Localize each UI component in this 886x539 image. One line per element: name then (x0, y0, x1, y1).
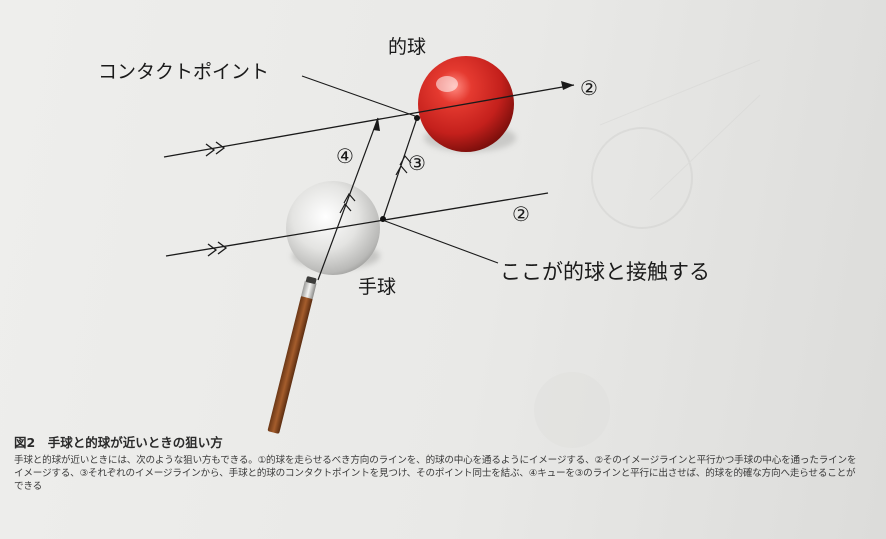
caption-body: 手球と的球が近いときには、次のような狙い方もできる。①的球を走らせるべき方向のラ… (14, 455, 857, 492)
cue-ferrule (301, 280, 317, 300)
figure-caption: 図2 手球と的球が近いときの狙い方 手球と的球が近いときには、次のような狙い方も… (14, 432, 864, 493)
contact-point-leader (301, 75, 416, 117)
label-line-4: ④ (336, 144, 354, 168)
line-2-top (163, 81, 575, 158)
contact-point-cue (380, 216, 386, 222)
label-contact-point: コンタクトポイント (98, 61, 269, 83)
cue-shaft (267, 295, 313, 434)
label-cue-ball: 手球 (358, 276, 396, 298)
caption-title: 図2 手球と的球が近いときの狙い方 (14, 435, 223, 450)
label-line-2-top: ② (580, 76, 598, 100)
object-ball-highlight (436, 76, 458, 92)
label-line-2-bottom: ② (512, 202, 530, 226)
contact-point-object (414, 115, 420, 121)
line-3 (382, 117, 418, 220)
line-2-bottom (165, 192, 549, 257)
contact-note-leader (384, 220, 499, 264)
cue-stick (267, 276, 317, 434)
line-4 (317, 117, 380, 281)
label-object-ball: 的球 (388, 36, 426, 58)
cue-tip (305, 276, 317, 284)
background-ghost-marks (534, 59, 761, 448)
label-line-3: ③ (408, 151, 426, 175)
label-contact-note: ここが的球と接触する (500, 260, 710, 284)
